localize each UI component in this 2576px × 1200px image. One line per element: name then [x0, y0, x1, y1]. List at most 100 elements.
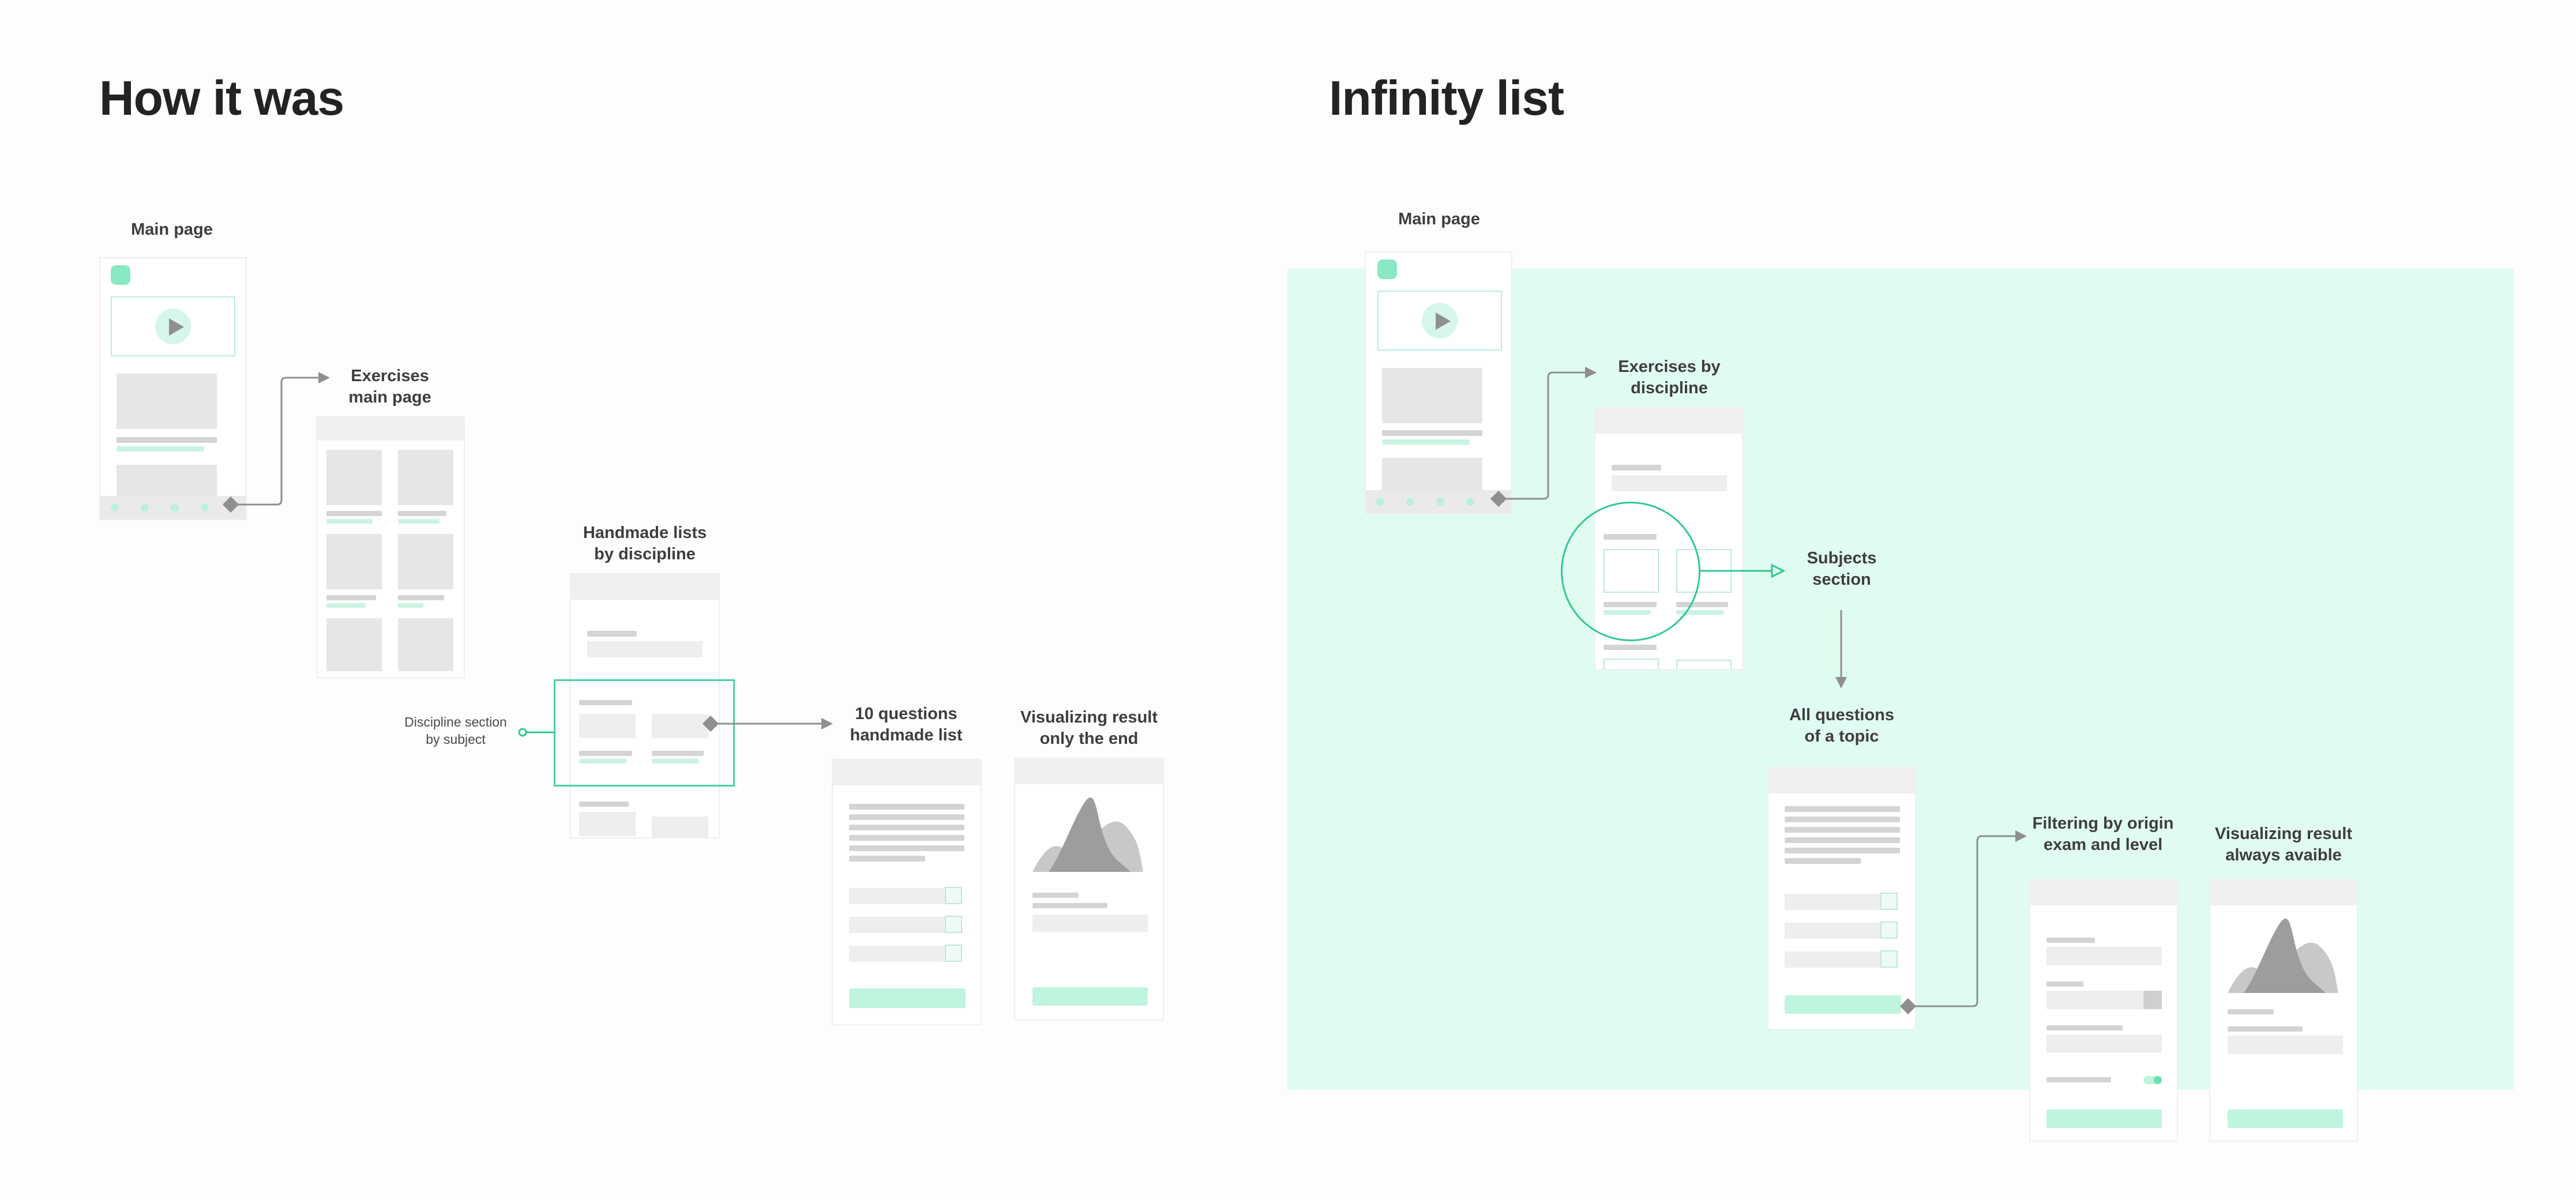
answer-checkbox[interactable]	[945, 916, 962, 933]
grid-card[interactable]	[326, 534, 382, 589]
text-line	[579, 700, 632, 705]
text-line	[849, 814, 964, 820]
apply-filter-button[interactable]	[2046, 1109, 2162, 1128]
play-icon	[169, 318, 184, 336]
play-button[interactable]	[155, 309, 191, 344]
result-chart	[2228, 918, 2338, 993]
visualizing-result-screen-right[interactable]	[2209, 879, 2358, 1142]
text-line	[398, 595, 444, 600]
origin-exam-select[interactable]	[2046, 947, 2162, 965]
text-line	[1785, 817, 1900, 822]
answer-option[interactable]	[1785, 951, 1886, 968]
subject-card[interactable]	[579, 714, 636, 738]
text-line	[1676, 602, 1728, 607]
chart-area-dark	[2244, 918, 2326, 993]
visualizing-result-screen[interactable]	[1014, 758, 1164, 1021]
discipline-section-highlight	[554, 679, 735, 787]
arrow-head-icon	[821, 718, 833, 729]
answer-option[interactable]	[849, 888, 951, 904]
grid-card[interactable]	[398, 534, 453, 589]
text-line	[579, 751, 632, 756]
text-line	[1612, 465, 1661, 471]
exercises-main-page-label: Exercises main page	[348, 367, 431, 407]
grid-card[interactable]	[398, 618, 453, 671]
subjects-zoom-circle	[1561, 502, 1700, 641]
connector-diamond-icon	[222, 496, 239, 513]
result-chart	[1032, 797, 1143, 872]
tab-item[interactable]	[1406, 498, 1414, 506]
text-line	[1676, 610, 1723, 615]
text-line	[652, 751, 704, 756]
how-it-was-title: How it was	[99, 71, 344, 125]
arrow-head-icon	[318, 372, 330, 383]
grid-card[interactable]	[398, 450, 453, 505]
handmade-lists-screen[interactable]	[570, 573, 720, 838]
all-questions-screen[interactable]	[1767, 767, 1916, 1030]
subject-card[interactable]	[1676, 660, 1732, 669]
grid-card[interactable]	[326, 450, 382, 505]
text-line	[849, 835, 964, 841]
select-handle[interactable]	[2143, 991, 2162, 1009]
subject-card[interactable]	[652, 817, 708, 837]
topic-select[interactable]	[2046, 1035, 2162, 1053]
text-line	[652, 759, 699, 763]
video-card[interactable]	[111, 296, 235, 356]
tab-bar	[1366, 490, 1511, 513]
text-line	[398, 511, 446, 516]
arrow-head-icon	[2015, 830, 2027, 842]
tab-item[interactable]	[1376, 498, 1384, 506]
continue-button[interactable]	[2228, 1109, 2343, 1128]
text-line	[1785, 806, 1900, 812]
toggle-knob	[2154, 1076, 2162, 1084]
subjects-section-label: Subjects section	[1807, 549, 1877, 589]
text-line	[1785, 837, 1900, 843]
answer-checkbox[interactable]	[945, 945, 962, 962]
filter-label-line	[2046, 938, 2095, 943]
video-card[interactable]	[1377, 291, 1502, 351]
answer-option[interactable]	[1785, 894, 1886, 910]
avatar	[111, 265, 130, 285]
tab-bar	[100, 496, 246, 519]
play-button[interactable]	[1422, 303, 1458, 338]
open-arrow-icon	[1771, 563, 1786, 578]
answer-checkbox[interactable]	[1880, 921, 1898, 939]
subject-card[interactable]	[652, 714, 708, 738]
grid-card[interactable]	[326, 618, 382, 671]
tab-item[interactable]	[1436, 498, 1444, 506]
continue-button[interactable]	[1032, 987, 1148, 1006]
exercises-by-discipline-label: Exercises by discipline	[1618, 358, 1721, 397]
connector-diamond-icon	[702, 715, 719, 732]
subject-card[interactable]	[1604, 659, 1659, 669]
answer-option[interactable]	[849, 917, 951, 933]
arrow-head-icon	[1835, 677, 1847, 689]
main-page-screen[interactable]	[99, 257, 247, 520]
filter-toggle[interactable]	[2143, 1076, 2162, 1084]
answer-option[interactable]	[849, 946, 951, 962]
answer-checkbox[interactable]	[1880, 893, 1898, 910]
submit-button[interactable]	[1785, 995, 1901, 1014]
subject-card[interactable]	[579, 812, 636, 836]
text-line	[1032, 893, 1079, 898]
main-page-screen-right[interactable]	[1365, 251, 1512, 514]
answer-checkbox[interactable]	[1880, 950, 1898, 968]
content-card	[117, 465, 217, 498]
filtering-screen[interactable]	[2029, 879, 2178, 1142]
text-line	[117, 446, 204, 452]
level-select[interactable]	[2046, 991, 2162, 1009]
play-icon	[1436, 313, 1451, 330]
answer-option[interactable]	[1785, 923, 1886, 939]
ten-questions-screen[interactable]	[832, 759, 982, 1025]
tab-item[interactable]	[141, 503, 149, 511]
tab-item[interactable]	[201, 503, 209, 511]
text-line	[326, 519, 373, 524]
tab-item[interactable]	[1466, 498, 1474, 506]
submit-button[interactable]	[849, 988, 966, 1008]
tab-item[interactable]	[171, 503, 179, 511]
answer-checkbox[interactable]	[945, 887, 962, 904]
text-line	[326, 511, 382, 516]
text-line	[579, 759, 626, 763]
exercises-main-page-screen[interactable]	[316, 416, 465, 678]
connector-questions-to-filtering	[1908, 835, 2017, 1007]
tab-item[interactable]	[111, 503, 119, 511]
